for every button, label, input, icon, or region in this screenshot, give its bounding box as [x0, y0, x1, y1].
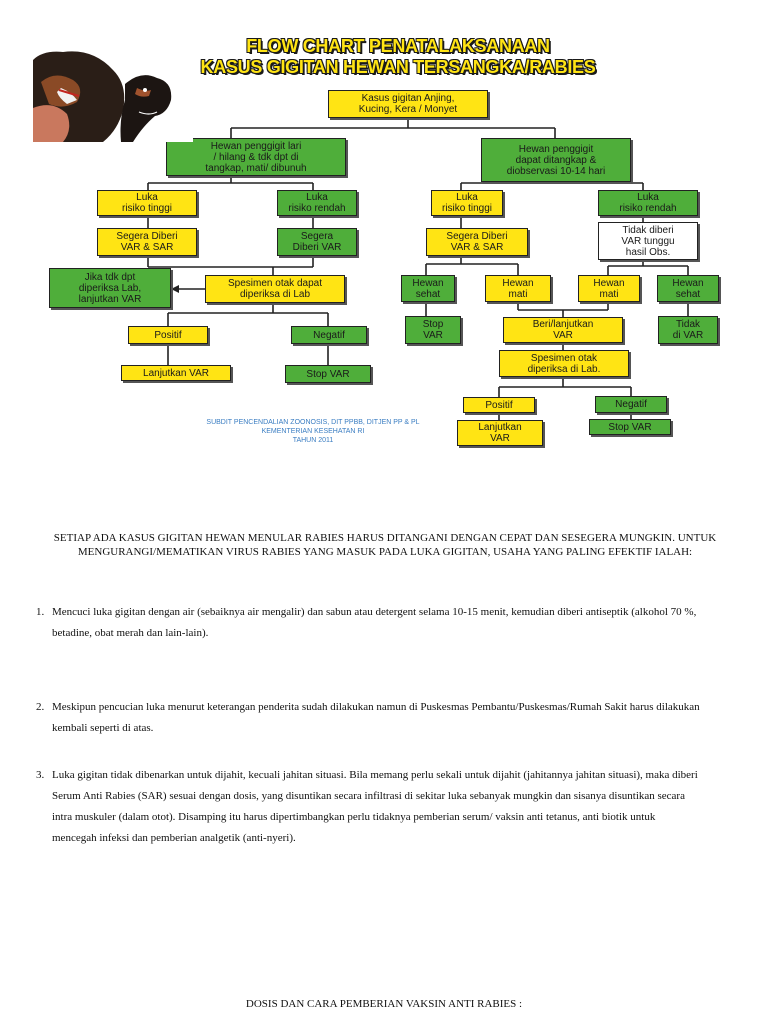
step-1-number: 1. — [36, 606, 45, 618]
box-left-risiko-rendah: Luka risiko rendah — [277, 190, 357, 216]
flowchart-title: FLOW CHART PENATALAKSANAAN KASUS GIGITAN… — [188, 36, 608, 78]
step-2: 2. Meskipun pencucian luka menurut keter… — [36, 697, 736, 739]
box-right-tidak-var: Tidak diberi VAR tunggu hasil Obs. — [598, 222, 698, 260]
intro-paragraph: SETIAP ADA KASUS GIGITAN HEWAN MENULAR R… — [53, 532, 717, 558]
box-stop-var-right-bottom: Stop VAR — [589, 419, 671, 435]
box-left-negatif: Negatif — [291, 326, 367, 344]
box-hewan-sehat-1: Hewan sehat — [401, 275, 455, 302]
box-left-positif: Positif — [128, 326, 208, 344]
step-1-text: Mencuci luka gigitan dengan air (sebaikn… — [52, 606, 697, 639]
flowchart-connectors — [147, 118, 689, 420]
dog-photo — [33, 30, 193, 142]
box-hewan-mati-2: Hewan mati — [578, 275, 640, 302]
box-beri-lanjutkan-var: Beri/lanjutkan VAR — [503, 317, 623, 343]
box-stop-var-right: Stop VAR — [405, 316, 461, 344]
title-line-2: KASUS GIGITAN HEWAN TERSANGKA/RABIES — [200, 57, 596, 77]
box-left-var: Segera Diberi VAR — [277, 228, 357, 256]
box-right-positif: Positif — [463, 397, 535, 413]
box-right-negatif: Negatif — [595, 396, 667, 413]
step-1: 1. Mencuci luka gigitan dengan air (seba… — [36, 602, 736, 644]
box-lanjutkan-var-left: Lanjutkan VAR — [121, 365, 231, 381]
box-hewan-mati-1: Hewan mati — [485, 275, 551, 302]
box-right-risiko-rendah: Luka risiko rendah — [598, 190, 698, 216]
box-spesimen-otak-left: Spesimen otak dapat diperiksa di Lab — [205, 275, 345, 303]
step-2-text: Meskipun pencucian luka menurut keterang… — [52, 701, 700, 734]
step-3-text: Luka gigitan tidak dibenarkan untuk dija… — [52, 769, 698, 844]
title-line-1: FLOW CHART PENATALAKSANAAN — [246, 36, 550, 56]
box-right-risiko-tinggi: Luka risiko tinggi — [431, 190, 503, 216]
flowchart-image: BAKTI HUSADA FLOW CHART PENATALAKSANAAN … — [33, 30, 719, 454]
box-left-var-sar: Segera Diberi VAR & SAR — [97, 228, 197, 256]
flowchart-credit: SUBDIT PENCENDALIAN ZOONOSIS, DIT PPBB, … — [206, 419, 420, 444]
box-right-var-sar: Segera Diberi VAR & SAR — [426, 228, 528, 256]
box-spesimen-otak-right: Spesimen otak diperiksa di Lab. — [499, 350, 629, 377]
box-hewan-ditangkap: Hewan penggigit dapat ditangkap & diobse… — [481, 138, 631, 182]
box-hewan-sehat-2: Hewan sehat — [657, 275, 719, 302]
step-2-number: 2. — [36, 701, 45, 713]
box-left-risiko-tinggi: Luka risiko tinggi — [97, 190, 197, 216]
box-kasus-gigitan: Kasus gigitan Anjing, Kucing, Kera / Mon… — [328, 90, 488, 118]
section-heading-dosis: DOSIS DAN CARA PEMBERIAN VAKSIN ANTI RAB… — [245, 998, 523, 1010]
box-lanjutkan-var-right: Lanjutkan VAR — [457, 420, 543, 446]
step-3-number: 3. — [36, 769, 45, 781]
box-jika-tidak-dapat: Jika tdk dpt diperiksa Lab, lanjutkan VA… — [49, 268, 171, 308]
box-tidak-di-var: Tidak di VAR — [658, 316, 718, 344]
box-stop-var-left: Stop VAR — [285, 365, 371, 383]
step-3: 3. Luka gigitan tidak dibenarkan untuk d… — [36, 765, 736, 849]
box-hewan-lari: Hewan penggigit lari / hilang & tdk dpt … — [166, 138, 346, 176]
